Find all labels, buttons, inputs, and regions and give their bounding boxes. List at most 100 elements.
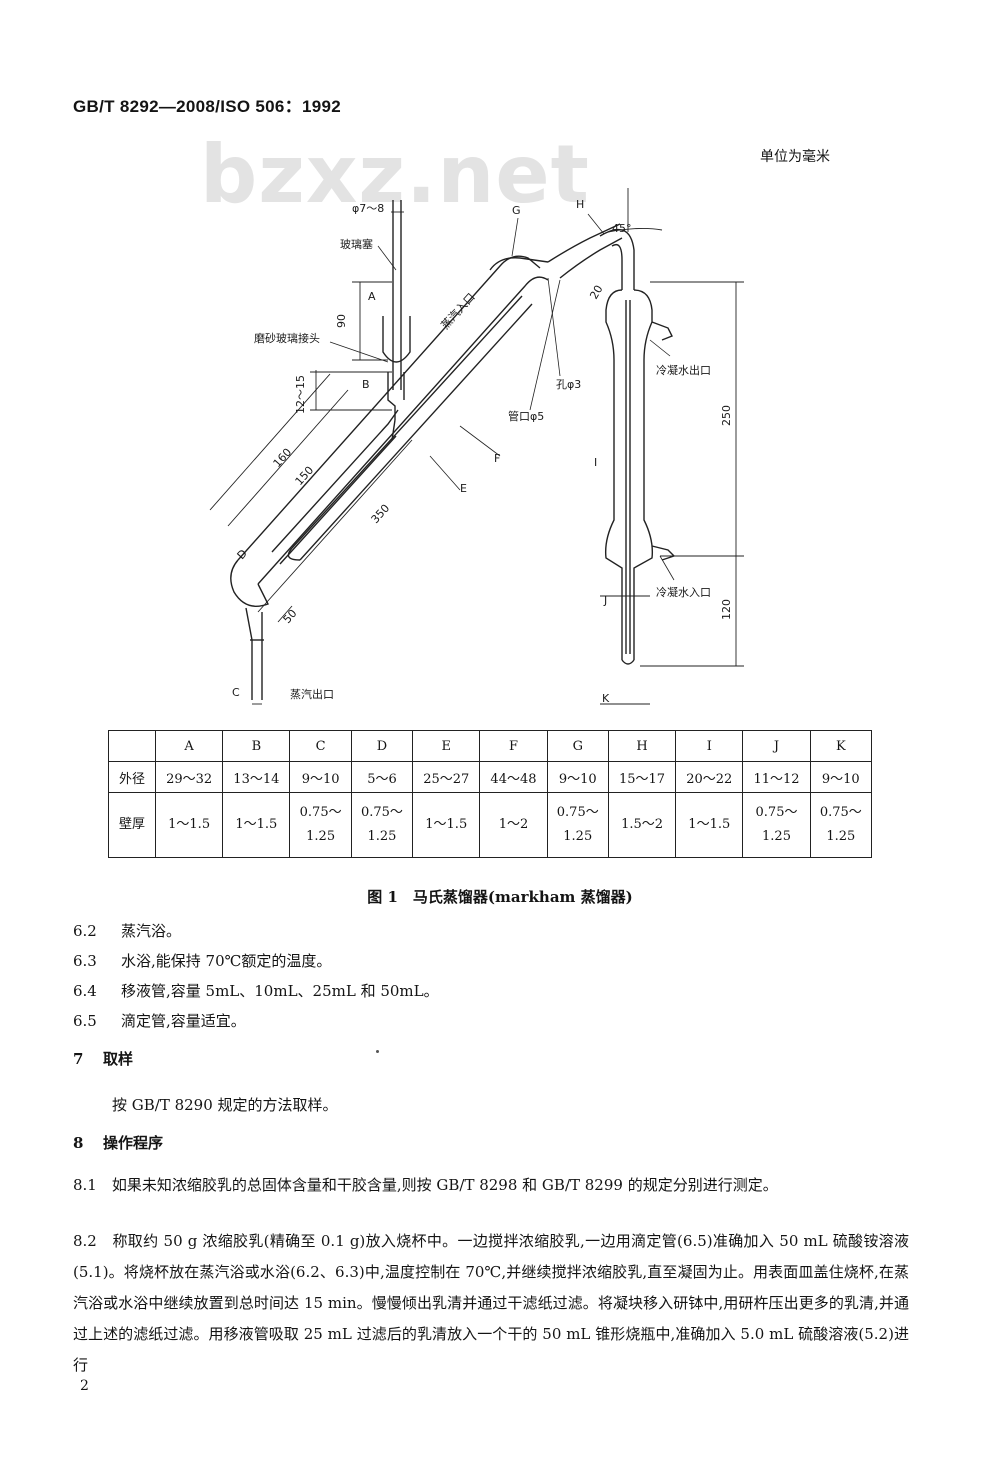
label-B: B [362,378,370,391]
table-cell: 15～17 [607,761,677,793]
cell-line: 1.25 [762,829,791,844]
speck [376,1050,379,1053]
table-cell: 5～6 [350,761,414,793]
label-F: F [494,452,500,465]
markham-still-diagram: φ7～8 玻璃塞 A 90 磨砂玻璃接头 B 12～15 蒸汽入口 G H 45… [209,188,744,705]
table-cell: 9～10 [809,761,873,793]
table-header-cell: K [809,730,873,762]
label-d20: 20 [587,283,605,302]
label-d160: 160 [271,446,295,470]
cell-line: 0.75～ [299,805,342,820]
section-7-text: 按 GB/T 8290 规定的方法取样。 [112,1096,338,1114]
cell-line: 1.25 [367,829,397,844]
label-d120: 120 [720,599,733,620]
table-cell: 0.75～ 1.25 [289,792,352,858]
section-heading-8: 8 操作程序 [73,1132,163,1153]
section-title: 操作程序 [103,1134,164,1152]
cell-line: 0.75～ [360,805,403,820]
label-d90: 90 [335,314,348,328]
item-text: 蒸汽浴。 [121,922,182,940]
cell-line: 1.25 [306,829,336,844]
table-cell: 11～12 [742,761,811,793]
table-header-cell: I [675,730,744,762]
table-cell: 0.75～ 1.25 [546,792,609,858]
label-d250: 250 [720,405,733,426]
cell-line: 1.5～2 [621,817,664,832]
section-number: 8 [73,1134,84,1152]
paragraph-8-2: 8.2 称取约 50 g 浓缩胶乳(精确至 0.1 g)放入烧杯中。一边搅拌浓缩… [73,1232,909,1374]
cell-line: 1～1.5 [688,817,731,832]
cell-line: 1～1.5 [425,817,468,832]
table-header-cell: J [742,730,811,762]
table-header-cell: B [222,730,291,762]
table-header-cell: A [154,730,224,762]
label-A: A [368,290,376,303]
dimension-table: A B C D E F G H I J K 外径 29～32 13～14 9～1… [108,730,873,858]
table-header-cell: G [546,730,609,762]
table-cell: 1～1.5 [412,792,481,858]
item-text: 滴定管,容量适宜。 [121,1012,246,1030]
table-header-cell: E [412,730,481,762]
table-cell: 0.75～ 1.25 [809,792,873,858]
table-cell: 9～10 [546,761,609,793]
table-row-wall-thickness: 壁厚 1～1.5 1～1.5 0.75～ 1.25 0.75～ 1.25 1～1.5… [108,792,873,858]
unit-note: 单位为毫米 [760,149,830,165]
label-steam-outlet: 蒸汽出口 [290,687,334,701]
table-cell: 1～1.5 [675,792,744,858]
label-K: K [602,692,610,705]
table-cell: 13～14 [222,761,291,793]
section-number: 7 [73,1050,84,1068]
label-J: J [603,594,607,607]
cell-line: 0.75～ [755,805,798,820]
item-text: 水浴,能保持 70℃额定的温度。 [121,952,332,970]
cell-line: 1.25 [563,829,593,844]
label-C: C [232,686,240,699]
paragraph-8-1: 8.1 如果未知浓缩胶乳的总固体含量和干胶含量,则按 GB/T 8298 和 G… [73,1176,778,1194]
label-d150: 150 [293,464,317,488]
table-cell: 1～1.5 [222,792,291,858]
table-header-row: A B C D E F G H I J K [108,730,873,762]
table-cell: 9～10 [289,761,352,793]
figure-caption: 图 1 马氏蒸馏器(markham 蒸馏器) [367,888,633,906]
cell-line: 1.25 [826,829,856,844]
label-E: E [460,482,467,495]
cell-line: 0.75～ [819,805,862,820]
label-glass-stopper: 玻璃塞 [340,237,373,251]
section-title: 取样 [103,1050,134,1068]
row-label: 壁厚 [108,792,156,858]
table-header-cell: H [607,730,677,762]
label-phi: φ7～8 [352,202,384,215]
label-d350: 350 [369,502,393,526]
table-cell: 29～32 [154,761,224,793]
list-item: 6.5 滴定管,容量适宜。 [73,1010,246,1031]
label-steam-inlet: 蒸汽入口 [438,290,478,332]
label-d12-15: 12～15 [294,375,307,414]
standard-header: GB/T 8292—2008/ISO 506：1992 [73,97,341,116]
label-I: I [594,456,597,469]
table-header-cell [108,730,156,762]
section-heading-7: 7 取样 [73,1048,133,1069]
table-cell: 44～48 [479,761,548,793]
table-cell: 0.75～ 1.25 [742,792,811,858]
label-nozzle: 管口φ5 [508,409,544,423]
item-text: 移液管,容量 5mL、10mL、25mL 和 50mL。 [121,982,439,1000]
item-number: 6.5 [73,1012,97,1030]
row-label: 外径 [108,761,156,793]
table-header-cell: C [289,730,352,762]
cell-line: 1～1.5 [235,817,278,832]
page-number: 2 [80,1378,89,1394]
label-cooling-in: 冷凝水入口 [656,585,711,599]
table-cell: 20～22 [675,761,744,793]
item-number: 6.2 [73,922,97,940]
table-cell: 1.5～2 [607,792,677,858]
cell-line: 0.75～ [556,805,599,820]
label-cooling-out: 冷凝水出口 [656,363,711,377]
table-cell: 1～2 [479,792,548,858]
table-cell: 0.75～ 1.25 [350,792,414,858]
list-item: 6.3 水浴,能保持 70℃额定的温度。 [73,950,331,971]
table-header-cell: D [350,730,414,762]
item-number: 6.3 [73,952,97,970]
table-cell: 25～27 [412,761,481,793]
